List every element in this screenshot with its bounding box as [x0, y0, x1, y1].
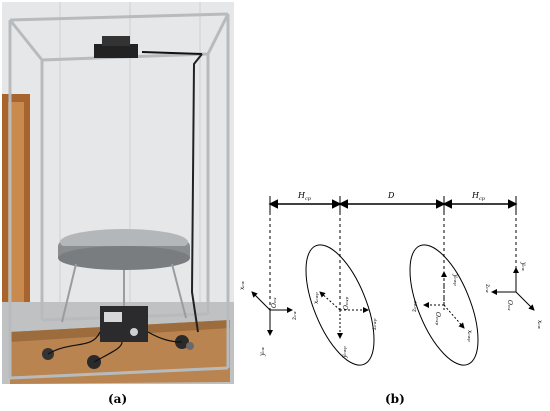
label-xcwp-right: xcwp — [466, 330, 473, 342]
coordinate-diagram: Hcp D Hcp xcw Ocw zcw ycw xcwp Ocwp zcwp… — [239, 191, 543, 366]
label-ycw-right: ycw — [520, 261, 527, 272]
label-ocw-left: Ocw — [271, 297, 278, 308]
label-ycwp-right: ycwp — [452, 273, 459, 286]
label-xcw-right: xcw — [536, 320, 543, 330]
label-xcwp-left: xcwp — [313, 292, 320, 304]
dim-hcp-right: Hcp — [471, 191, 486, 202]
label-ocwp-right: Ocwp — [434, 312, 441, 326]
caption-b: (b) — [385, 392, 405, 406]
dim-d: D — [387, 191, 395, 200]
label-zcw-left: zcw — [291, 311, 298, 321]
label-ycw-left: ycw — [259, 346, 266, 357]
label-zcw-right: zcw — [484, 283, 491, 293]
dim-hcp-left: Hcp — [297, 191, 312, 202]
label-ocwp-left: Ocwp — [343, 296, 350, 310]
label-ocw-right: Ocw — [506, 300, 513, 311]
apparatus-photo — [2, 2, 234, 384]
caption-a: (a) — [108, 392, 128, 406]
label-xcw-left: xcw — [239, 280, 246, 290]
label-zcwp-left: zcwp — [371, 318, 378, 331]
label-zcwp-right: zcwp — [411, 300, 418, 313]
label-ycwp-left: ycwp — [341, 346, 348, 359]
